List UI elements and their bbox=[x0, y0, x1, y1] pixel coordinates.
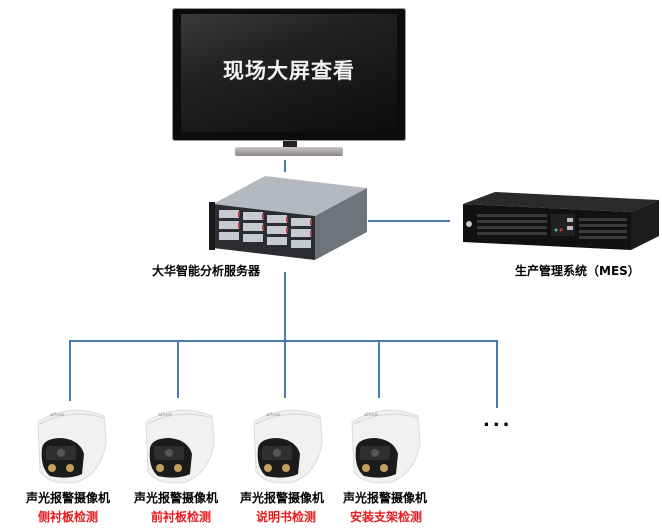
dome-camera-icon bbox=[145, 409, 215, 484]
connector-drop-camera-1 bbox=[69, 340, 71, 401]
dome-camera-icon bbox=[351, 409, 421, 484]
connector-drop-more bbox=[496, 340, 498, 408]
camera-type-label: 声光报警摄像机 bbox=[343, 491, 428, 505]
camera-task-label: 说明书检测 bbox=[256, 510, 317, 524]
monitor-title: 现场大屏查看 bbox=[223, 59, 355, 83]
analysis-server-icon bbox=[209, 176, 367, 260]
connector-monitor-server bbox=[284, 160, 286, 172]
more-cameras-indicator: ... bbox=[483, 410, 513, 431]
monitor-stand bbox=[235, 147, 343, 156]
camera-type-label: 声光报警摄像机 bbox=[26, 491, 111, 505]
connector-drop-camera-3 bbox=[284, 340, 286, 398]
monitor-screen bbox=[181, 14, 397, 132]
camera-task-label: 安装支架检测 bbox=[350, 510, 423, 524]
dome-camera-icon bbox=[37, 409, 107, 484]
connector-server-bus bbox=[284, 272, 286, 341]
mes-server-icon bbox=[463, 192, 659, 250]
connector-server-mes bbox=[368, 220, 450, 222]
connector-camera-bus bbox=[69, 340, 498, 342]
camera-type-label: 声光报警摄像机 bbox=[134, 491, 219, 505]
server-label: 大华智能分析服务器 bbox=[152, 264, 261, 278]
dome-camera-icon bbox=[253, 409, 323, 484]
monitor-neck bbox=[283, 141, 297, 149]
connector-drop-camera-2 bbox=[177, 340, 179, 398]
camera-task-label: 侧衬板检测 bbox=[38, 510, 99, 524]
camera-type-label: 声光报警摄像机 bbox=[240, 491, 325, 505]
camera-task-label: 前衬板检测 bbox=[151, 510, 212, 524]
connector-drop-camera-4 bbox=[378, 340, 380, 398]
mes-label: 生产管理系统（MES） bbox=[515, 264, 640, 278]
